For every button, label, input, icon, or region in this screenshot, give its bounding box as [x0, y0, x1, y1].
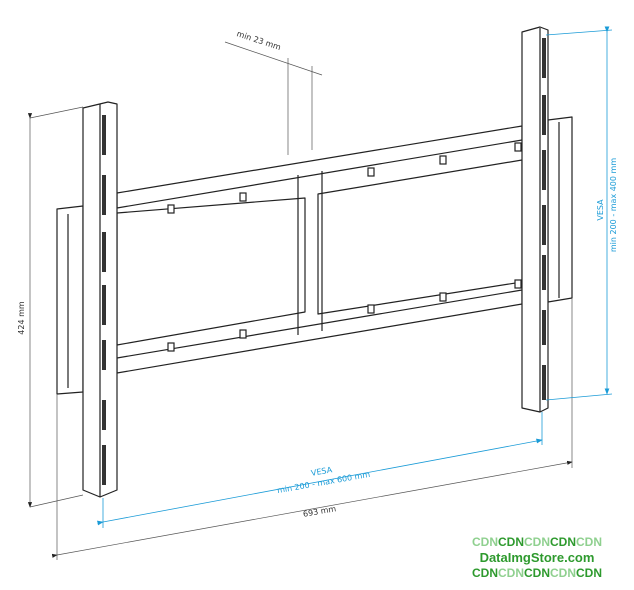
gap-dimension-line	[224, 41, 323, 76]
width-label: 693 mm	[302, 504, 337, 519]
left-center-panel	[116, 197, 306, 346]
watermark-line-3: CDNCDNCDNCDNCDN	[472, 566, 602, 580]
vesa-horizontal-title: VESA	[310, 465, 333, 478]
vesa-horizontal-line	[97, 438, 543, 526]
left-back-plate	[56, 205, 84, 395]
vesa-vertical-title: VESA	[596, 199, 605, 221]
right-center-panel	[317, 159, 523, 315]
watermark-line-1: CDNCDNCDNCDNCDN	[472, 535, 602, 549]
height-label: 424 mm	[17, 301, 26, 335]
panel-holes	[167, 142, 522, 352]
watermark-line-2: DataImgStore.com	[479, 550, 595, 565]
vesa-vertical-range: min 200 - max 400 mm	[609, 158, 618, 252]
gap-label: min 23 mm	[236, 29, 283, 52]
right-back-plate	[547, 116, 573, 303]
right-vertical-rail	[521, 26, 549, 413]
